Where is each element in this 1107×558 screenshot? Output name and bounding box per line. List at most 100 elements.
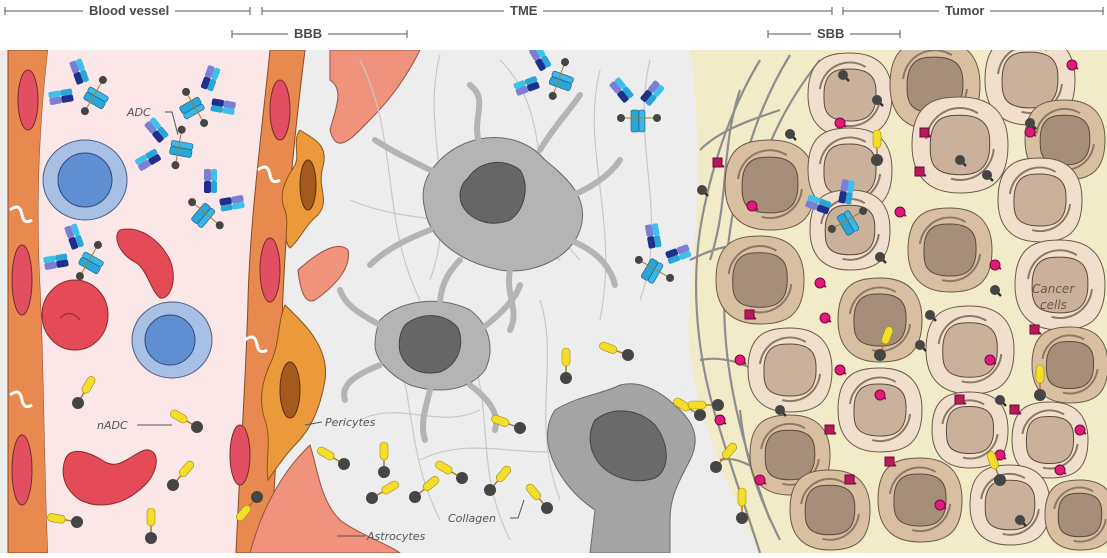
cancer-cell [911, 96, 1009, 194]
payload [874, 349, 886, 361]
payload [1034, 389, 1046, 401]
payload [182, 87, 191, 96]
nadc-molecule [491, 414, 526, 434]
payload [188, 198, 197, 207]
receptor [814, 277, 827, 289]
payload [634, 255, 643, 264]
receptor-bound [785, 129, 797, 141]
payload [409, 491, 421, 503]
antibody-arm [529, 50, 552, 71]
payload [80, 107, 89, 116]
cancer-cell [997, 157, 1083, 243]
payload [541, 502, 553, 514]
adc-molecule [188, 169, 245, 230]
receptor [824, 424, 837, 435]
region-label-bbb: BBB [288, 27, 329, 41]
receptor [834, 117, 847, 129]
receptor [714, 414, 727, 426]
nadc-molecule [167, 460, 195, 491]
payload [72, 397, 84, 409]
receptor [1074, 424, 1087, 436]
nadc-molecule [235, 491, 263, 522]
receptor [874, 389, 887, 401]
nadc-molecule [145, 507, 157, 544]
cancer-cell [789, 469, 871, 551]
region-label-blood-vessel: Blood vessel [83, 4, 176, 18]
antibody-arm [838, 179, 855, 205]
antibody-arm [210, 98, 236, 115]
nadc-molecule [484, 465, 512, 496]
receptor [919, 127, 932, 138]
microglia [367, 82, 623, 333]
label-cancer-cells-1: Cancer [1032, 282, 1075, 296]
adc-molecule [805, 179, 868, 236]
tight-junctions [9, 165, 281, 409]
nadc-molecule [736, 487, 748, 524]
payload [456, 472, 468, 484]
adc-molecule [513, 50, 574, 100]
antibody-arm [665, 244, 692, 264]
cancer-cell [931, 391, 1009, 469]
nadc-molecule [874, 326, 894, 361]
label-pericytes: Pericytes [325, 416, 376, 429]
adc-molecule [179, 65, 236, 128]
nadc-molecule [72, 376, 96, 409]
receptor-bound [915, 340, 927, 352]
adc-molecule [43, 223, 104, 281]
receptor [819, 312, 832, 324]
payload [561, 58, 570, 67]
adc-molecule [634, 223, 692, 284]
payload [994, 474, 1006, 486]
cancer-cell [747, 327, 833, 413]
antibody-arm [69, 58, 89, 85]
endothelial-nuclei [11, 69, 291, 506]
receptor-bound [955, 155, 967, 167]
payload [617, 114, 625, 122]
receptor [894, 206, 907, 218]
receptor-bound [1025, 118, 1037, 130]
receptor [989, 259, 1002, 271]
nadc-molecule [986, 451, 1006, 486]
region-label-sbb: SBB [811, 27, 851, 41]
cancer-cell [925, 305, 1015, 395]
antibody-arm [48, 88, 74, 105]
cancer-cell [1011, 401, 1089, 479]
receptor-bound [838, 70, 850, 82]
cancer-cell [969, 464, 1051, 546]
receptor [754, 474, 767, 486]
payload [560, 372, 572, 384]
receptor [914, 166, 927, 177]
nadc-molecule [599, 341, 634, 361]
antibody-arm [200, 65, 221, 92]
label-astrocytes: Astrocytes [366, 530, 425, 543]
antibody-arm [144, 117, 169, 143]
antibody-arm [805, 194, 832, 215]
receptor [884, 456, 897, 467]
nadc-molecule [710, 442, 738, 473]
receptor [744, 309, 757, 320]
payload [827, 224, 836, 233]
receptor [1009, 404, 1022, 415]
receptor-bound [990, 285, 1002, 297]
payload [366, 492, 378, 504]
payload [694, 409, 706, 421]
receptor-bound [875, 252, 887, 264]
adc-molecule [48, 58, 109, 116]
receptor [934, 499, 947, 511]
nadc-molecule [560, 347, 572, 384]
rbc-fold [59, 313, 81, 321]
nadc-molecule [366, 480, 399, 504]
label-collagen: Collagen [448, 512, 496, 525]
payload [251, 491, 263, 503]
label-cancer-cells-2: cells [1040, 298, 1067, 312]
cancer-cell [1031, 326, 1107, 404]
payload [167, 479, 179, 491]
nadc-molecule [317, 446, 350, 470]
antibody-arm [64, 223, 84, 250]
nadc-molecule [687, 399, 724, 411]
payload [98, 75, 107, 84]
nadc-molecule [170, 409, 203, 433]
payload [71, 516, 83, 528]
